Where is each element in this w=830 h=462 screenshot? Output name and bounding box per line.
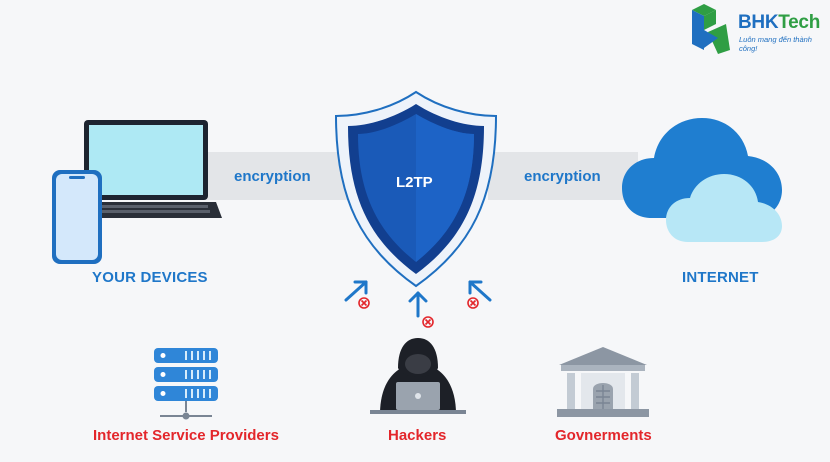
isp-label: Internet Service Providers bbox=[93, 427, 279, 444]
governments-label: Govnerments bbox=[555, 427, 652, 444]
left-encryption-band bbox=[205, 152, 355, 200]
logo-title: BHKTech bbox=[738, 12, 821, 33]
attack-arrow-right-icon bbox=[467, 280, 492, 309]
shield-label: L2TP bbox=[396, 174, 433, 191]
devices-label: YOUR DEVICES bbox=[92, 269, 208, 286]
cloud-icon bbox=[622, 118, 782, 242]
government-building-icon bbox=[557, 347, 649, 417]
logo-slogan: Luôn mang đến thành công! bbox=[739, 35, 812, 53]
hacker-icon bbox=[370, 338, 466, 414]
right-encryption-label: encryption bbox=[524, 168, 601, 185]
attack-arrow-left-icon bbox=[344, 280, 370, 309]
shield-icon bbox=[334, 90, 498, 288]
attack-arrow-center-icon bbox=[408, 291, 434, 328]
server-icon bbox=[154, 348, 218, 420]
brand-logo: BHKTech Luôn mang đến thành công! bbox=[686, 2, 826, 54]
logo-mark-icon bbox=[692, 4, 730, 54]
internet-label: INTERNET bbox=[682, 269, 759, 286]
hackers-label: Hackers bbox=[388, 427, 447, 444]
devices-icon bbox=[52, 120, 222, 264]
left-encryption-label: encryption bbox=[234, 168, 311, 185]
right-encryption-band bbox=[488, 152, 638, 200]
